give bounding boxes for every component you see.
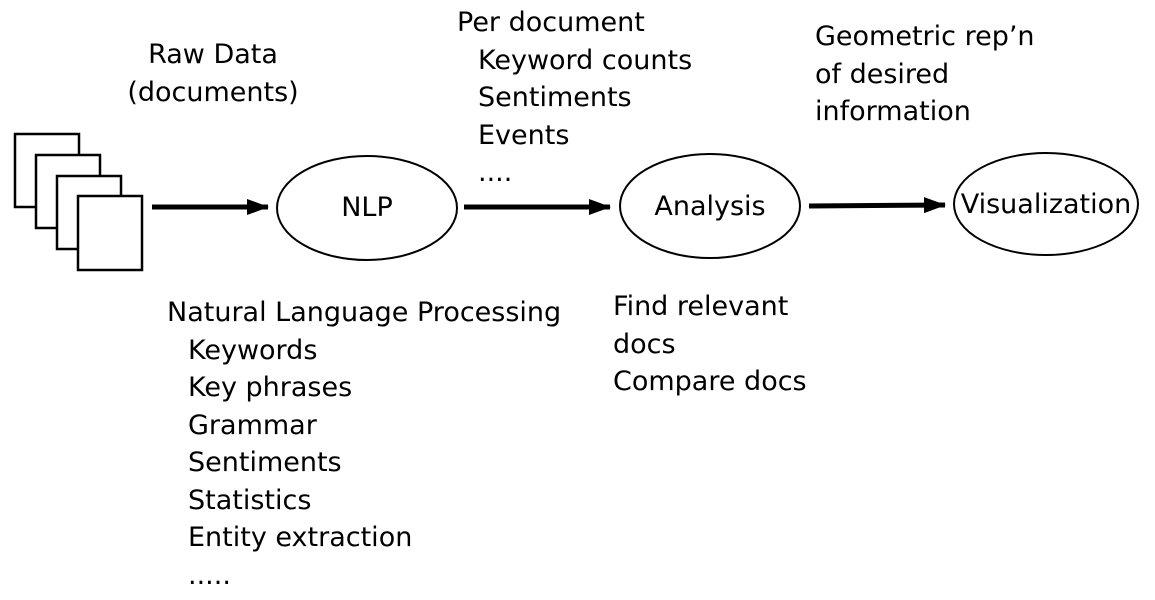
analysis-detail-annotation: Find relevant docs Compare docs [613,288,807,401]
nlp-detail-item: Grammar [188,409,317,441]
per-document-heading: Per document [457,7,645,38]
analysis-detail-line: docs [613,328,676,360]
nlp-detail-item: Entity extraction [188,522,413,553]
nlp-detail-item: Key phrases [188,372,353,403]
analysis-detail-line: Compare docs [613,366,807,397]
nlp-detail-item: ..... [188,559,231,591]
visualization-node-label: Visualization [960,189,1132,220]
geometric-rep-line: Geometric rep’n [815,21,1035,52]
per-document-item: .... [478,157,513,188]
per-document-annotation: Per document Keyword counts Sentiments E… [457,4,692,192]
nlp-detail-heading: Natural Language Processing [167,297,562,328]
raw-data-line: Raw Data [148,39,278,70]
nlp-detail-item: Keywords [188,334,318,366]
geometric-rep-line: information [815,96,971,127]
analysis-node-ellipse [619,153,801,259]
per-document-item: Sentiments [478,82,632,113]
per-document-item: Events [478,119,570,151]
nlp-node-label: NLP [341,192,393,223]
raw-data-annotation: Raw Data (documents) [121,36,305,111]
nlp-detail-item: Sentiments [188,447,342,478]
analysis-node-label: Analysis [654,191,766,222]
document-sheet-icon [76,194,144,272]
geometric-rep-annotation: Geometric rep’n of desired information [815,18,1035,131]
document-stack-icon [13,132,144,272]
geometric-rep-line: of desired [815,58,950,90]
arrow-analysis-to-visualization [808,197,946,214]
nlp-node-ellipse [276,155,458,261]
visualization-node-ellipse [953,152,1139,256]
per-document-item: Keyword counts [478,44,693,76]
analysis-detail-line: Find relevant [613,291,789,322]
nlp-detail-annotation: Natural Language Processing Keywords Key… [167,294,561,594]
nlp-detail-item: Statistics [188,484,312,516]
raw-data-line: (documents) [127,76,299,108]
